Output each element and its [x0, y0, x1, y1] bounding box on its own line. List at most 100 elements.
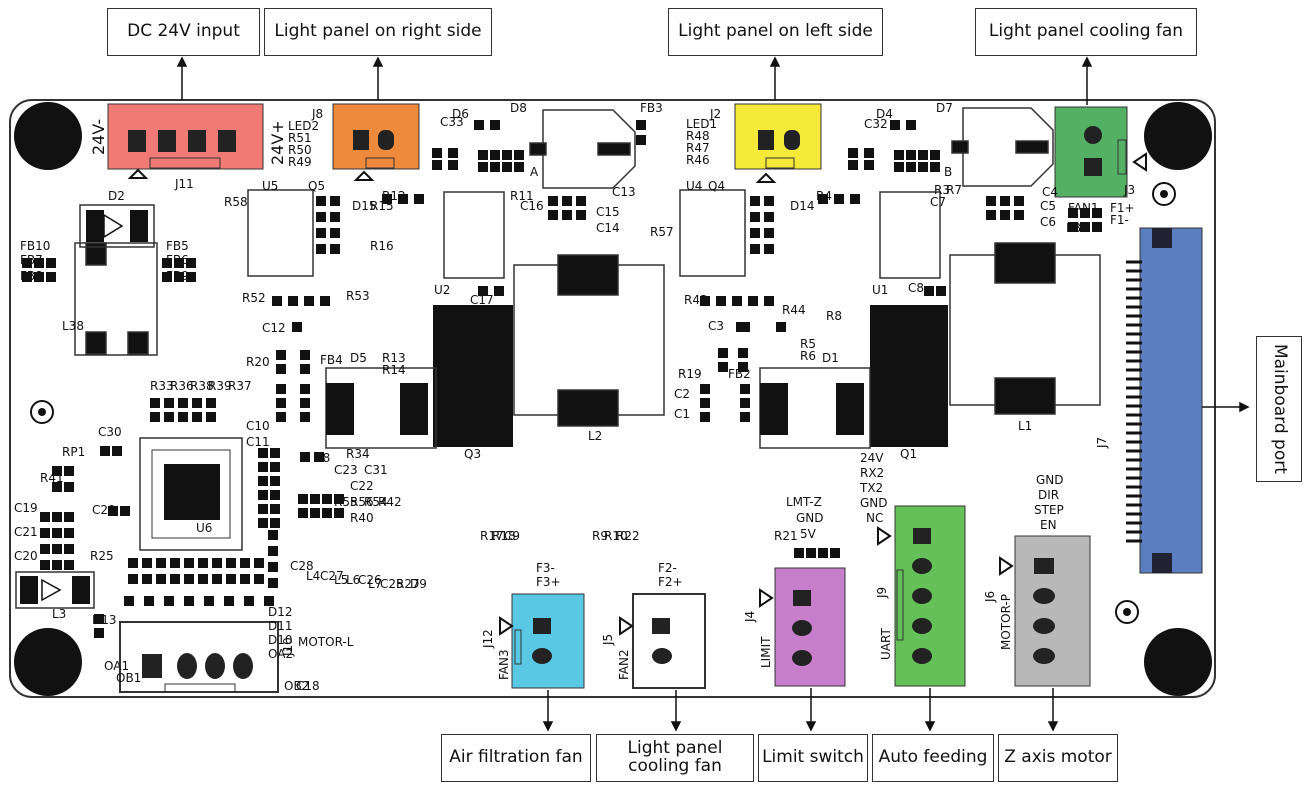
connector-j10 [119, 621, 279, 693]
smd-pad [270, 476, 280, 486]
silkscreen-ref: C19 [14, 501, 38, 515]
smd-pad [1068, 208, 1078, 218]
smd-pad [750, 228, 760, 238]
fiducial-mark [1152, 182, 1176, 206]
smd-pad [52, 528, 62, 538]
diode-d5 [325, 367, 437, 449]
smd-pad [502, 150, 512, 160]
smd-pad [270, 462, 280, 472]
silkscreen-ref: D10 [268, 633, 293, 647]
j9-ref: J9 [875, 587, 889, 599]
smd-pad [1068, 222, 1078, 232]
silkscreen-ref: C9 [504, 529, 520, 543]
smd-pad [268, 578, 278, 588]
silkscreen-ref: L7 [368, 577, 382, 591]
silkscreen-ref: Q4 [708, 179, 725, 193]
silkscreen-ref: D13 [92, 613, 117, 627]
smd-pad [490, 150, 500, 160]
silkscreen-ref: C15 [596, 205, 620, 219]
silkscreen-ref: L6 [346, 573, 360, 587]
j6-pin-3: STEP [1034, 503, 1064, 517]
j11-ref: J11 [174, 177, 194, 191]
ic-u5 [247, 189, 314, 277]
silkscreen-ref: FB7 [20, 253, 43, 267]
smd-pad [700, 398, 710, 408]
connector-j9 [877, 505, 966, 687]
smd-pad [150, 412, 160, 422]
smd-pad [906, 120, 916, 130]
smd-pad [174, 258, 184, 268]
smd-pad [716, 296, 726, 306]
smd-pad [398, 194, 408, 204]
smd-pad [112, 446, 122, 456]
silkscreen-ref: C28 [290, 559, 314, 573]
smd-pad [34, 258, 44, 268]
connector-j12 [499, 593, 585, 689]
callout-panel-fan-top: Light panel cooling fan [975, 8, 1197, 56]
smd-pad [890, 120, 900, 130]
smd-pad [576, 196, 586, 206]
diode-d1 [759, 367, 871, 449]
smd-pad [22, 258, 32, 268]
silkscreen-ref: FB9 [166, 269, 189, 283]
smd-pad [100, 446, 110, 456]
smd-pad [258, 462, 268, 472]
mosfet-q3 [433, 305, 513, 447]
silkscreen-ref: R19 [678, 367, 702, 381]
smd-pad [502, 162, 512, 172]
smd-pad [848, 148, 858, 158]
silkscreen-ref: C14 [596, 221, 620, 235]
j6-ref: J6 [983, 591, 997, 603]
callout-panel-fan-bottom: Light panel cooling fan [596, 734, 754, 782]
silkscreen-ref: C16 [520, 199, 544, 213]
j3-ref: J3 [1123, 183, 1135, 197]
connector-j2 [734, 103, 822, 183]
smd-pad [64, 560, 74, 570]
silkscreen-ref: C18 [296, 679, 320, 693]
smd-pad [150, 398, 160, 408]
smd-pad [864, 160, 874, 170]
ic-u1 [879, 191, 941, 279]
smd-pad [64, 482, 74, 492]
silkscreen-ref: D6 [452, 107, 469, 121]
callout-right-panel: Light panel on right side [264, 8, 492, 56]
fiducial-mark [1115, 600, 1139, 624]
silkscreen-ref: R57 [650, 225, 674, 239]
silkscreen-ref: RP1 [62, 445, 85, 459]
smd-pad [244, 596, 254, 606]
j4-pin-1: LMT-Z [786, 495, 822, 509]
callout-arrows [176, 56, 1250, 732]
silkscreen-ref: C6 [1040, 215, 1056, 229]
silkscreen-ref: R27 [396, 577, 420, 591]
silkscreen-ref: D15 [352, 199, 377, 213]
smd-pad [562, 196, 572, 206]
silkscreen-ref: R18 [492, 529, 516, 543]
smd-pad [300, 452, 310, 462]
fiducial-mark [30, 400, 54, 424]
smd-pad [300, 364, 310, 374]
silkscreen-ref: R4 [816, 189, 832, 203]
callout-left-panel: Light panel on left side [668, 8, 883, 56]
smd-pad [304, 296, 314, 306]
smd-pad [300, 412, 310, 422]
smd-pad [276, 350, 286, 360]
smd-pad [322, 494, 332, 504]
silkscreen-ref: C23 [334, 463, 358, 477]
smd-pad [94, 628, 104, 638]
silkscreen-ref: R21 [774, 529, 798, 543]
mounting-hole [1144, 628, 1212, 696]
smd-pad [1080, 222, 1090, 232]
smd-pad [120, 506, 130, 516]
smd-pad [298, 508, 308, 518]
silkscreen-ref: OA2 [268, 647, 293, 661]
smd-pad [732, 296, 742, 306]
silkscreen-ref: R41 [40, 471, 64, 485]
smd-pad [764, 228, 774, 238]
smd-pad [830, 548, 840, 558]
mounting-hole [14, 628, 82, 696]
mosfet-q1 [870, 305, 948, 447]
smd-pad [298, 494, 308, 504]
j9-pin-2: RX2 [860, 466, 884, 480]
j3-pin-2: F1- [1110, 213, 1129, 227]
smd-pad [184, 558, 194, 568]
